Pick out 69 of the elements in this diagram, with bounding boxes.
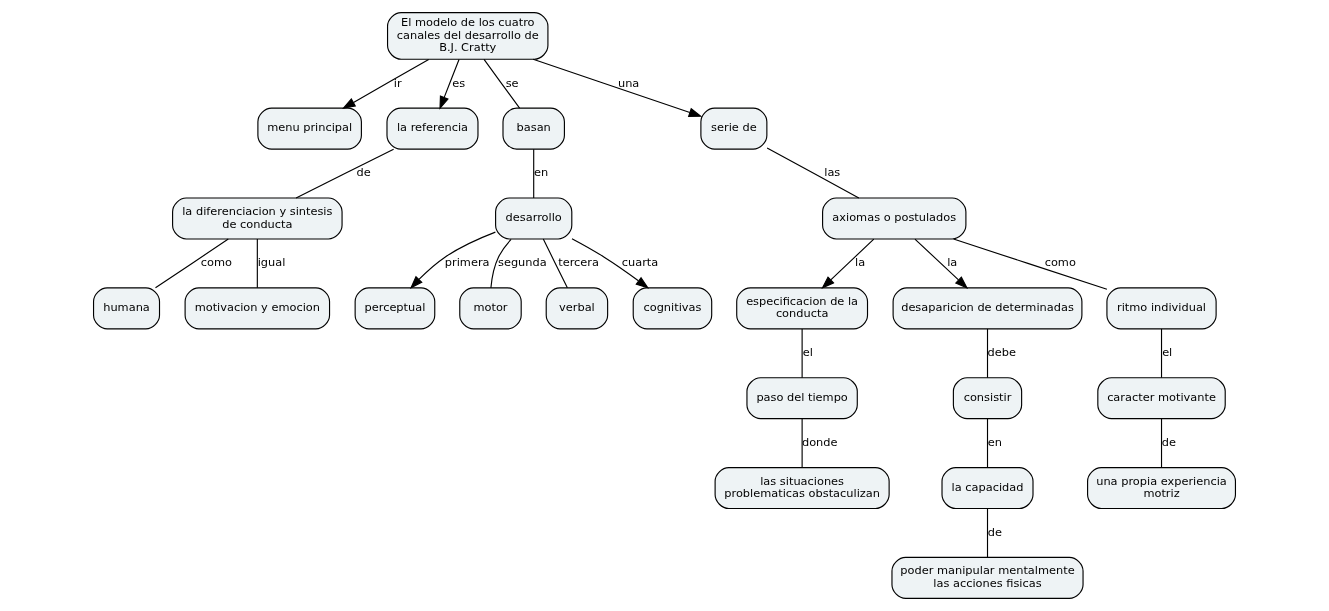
node-box: serie de: [700, 107, 768, 150]
edge-label: es: [452, 75, 466, 90]
edge-label: como: [200, 255, 232, 270]
edge-label: una: [617, 75, 640, 90]
connector: [766, 147, 860, 199]
node-box: menu principal: [257, 107, 362, 150]
connector: [542, 238, 568, 289]
node-box: El modelo de los cuatro canales del desarrollo de B.J. Cratty: [387, 12, 549, 60]
connector: [801, 328, 803, 379]
edge-label: en: [534, 165, 549, 180]
edge-label: segunda: [497, 255, 547, 270]
connector: [953, 238, 1108, 290]
edge-label: cuarta: [621, 255, 659, 270]
node-box: especificacion de la conducta: [736, 287, 869, 330]
edge-label: ir: [393, 75, 402, 90]
node-box: ritmo individual: [1106, 287, 1217, 330]
edge-label: como: [1044, 255, 1076, 270]
edge-label: igual: [257, 255, 286, 270]
edge-label: la: [947, 255, 958, 270]
edge-label: en: [987, 434, 1002, 449]
connector: [801, 418, 803, 469]
node-box: consistir: [952, 377, 1023, 420]
edge-label: debe: [987, 345, 1016, 360]
node-box: cognitivas: [632, 287, 713, 330]
connector: [533, 148, 535, 199]
arrow: [439, 58, 460, 110]
node-box: una propia experiencia motriz: [1087, 467, 1236, 510]
arrow: [532, 58, 703, 117]
node-box: axiomas o postulados: [822, 197, 967, 240]
edge-label: de: [356, 165, 371, 180]
edge-label: primera: [444, 255, 490, 270]
node-box: la diferenciacion y sintesis de conducta: [172, 197, 343, 240]
connector: [1160, 328, 1163, 379]
node-box: motor: [459, 287, 522, 330]
node-box: la capacidad: [941, 467, 1034, 510]
connector: [1160, 418, 1163, 469]
edge-label: el: [1162, 345, 1173, 360]
arrow: [409, 231, 496, 290]
arrow: [914, 238, 969, 289]
connector: [490, 238, 512, 289]
edge-label: la: [855, 255, 866, 270]
arrow: [821, 238, 875, 289]
node-box: motivacion y emocion: [184, 287, 331, 330]
node-box: perceptual: [354, 287, 436, 330]
node-box: humana: [93, 287, 161, 330]
node-box: caracter motivante: [1097, 377, 1226, 420]
edge-label: tercera: [558, 255, 599, 270]
edge-label: de: [987, 524, 1002, 539]
edge-label: el: [802, 345, 813, 360]
node-box: verbal: [545, 287, 609, 330]
connector: [483, 58, 521, 109]
arrow: [571, 238, 650, 289]
connector: [986, 508, 989, 558]
edge-label: las: [824, 165, 841, 180]
node-box: basan: [502, 107, 565, 150]
node-box: poder manipular mentalmente las acciones fisicas: [891, 556, 1084, 599]
arrow: [341, 58, 430, 110]
node-box: las situaciones problematicas obstaculizan: [714, 467, 890, 510]
node-box: paso del tiempo: [746, 377, 858, 420]
node-box: la referencia: [386, 107, 479, 150]
connector: [256, 238, 258, 289]
connector: [154, 238, 229, 289]
connector: [986, 418, 989, 469]
node-box: desaparicion de determinadas: [892, 287, 1083, 330]
edge-label: de: [1161, 434, 1177, 449]
connector: [295, 148, 395, 199]
node-box: desarrollo: [495, 197, 573, 240]
connector: [986, 328, 989, 379]
edge-label: se: [505, 75, 519, 90]
